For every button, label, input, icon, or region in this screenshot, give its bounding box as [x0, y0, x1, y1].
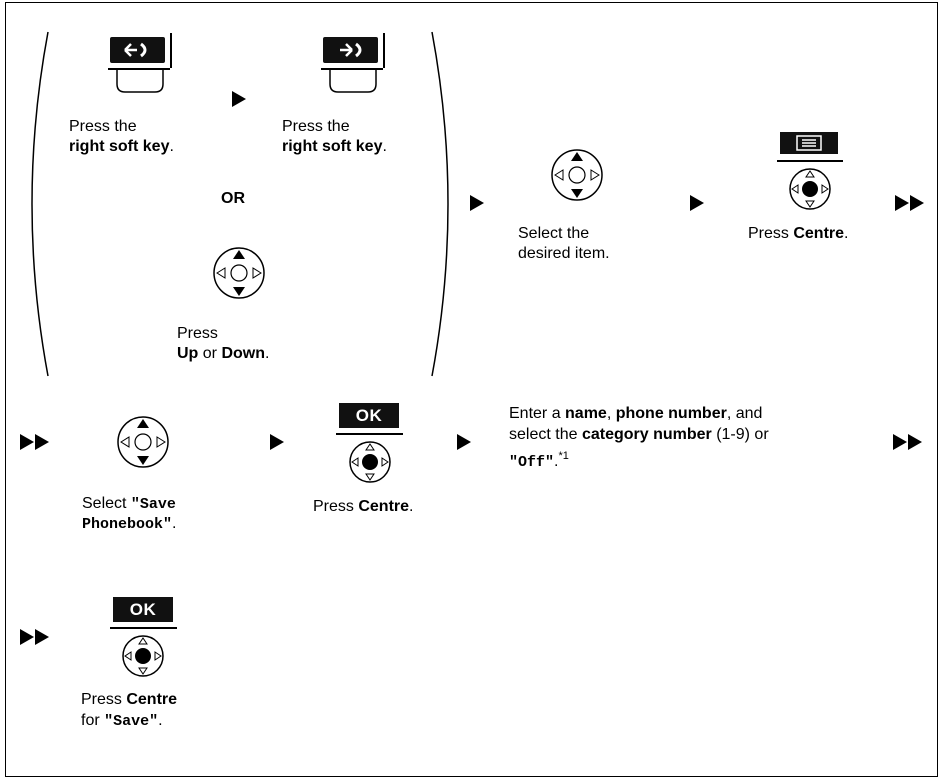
press-centre-text-2: Press Centre. — [313, 498, 414, 515]
continue-arrow-icon — [20, 434, 50, 450]
press-centre-text-3: Press Centre — [81, 691, 178, 708]
right-parenthesis — [431, 31, 449, 377]
instruction-frame — [5, 2, 938, 777]
navigator-up-down-icon — [213, 247, 265, 299]
press-the-text: Press the — [69, 118, 137, 135]
enter-name-text-line2: select the category number (1-9) or — [509, 426, 769, 443]
right-soft-key-label-2: right soft key. — [282, 138, 387, 155]
for-save-text: for "Save". — [81, 712, 163, 730]
centre-key-icon — [349, 441, 391, 483]
or-label: OR — [221, 190, 245, 207]
press-label: Press — [177, 325, 218, 342]
select-save-phonebook-text: Select "Save — [82, 495, 176, 513]
up-or-down-label: Up or Down. — [177, 345, 270, 362]
navigator-up-down-icon — [117, 416, 169, 468]
ok-key-icon: OK — [113, 597, 173, 622]
press-centre-text: Press Centre. — [748, 225, 849, 242]
continue-arrow-icon — [895, 195, 925, 211]
ok-key-underline — [336, 433, 403, 435]
next-arrow-icon — [690, 195, 704, 211]
next-arrow-icon — [270, 434, 284, 450]
continue-arrow-icon — [893, 434, 923, 450]
ok-key-icon: OK — [339, 403, 399, 428]
select-the-text: Select the — [518, 225, 590, 242]
ok-key-underline — [110, 627, 177, 629]
next-arrow-icon — [457, 434, 471, 450]
right-soft-key-label: right soft key. — [69, 138, 174, 155]
centre-key-icon — [122, 635, 164, 677]
navigator-up-down-icon — [551, 149, 603, 201]
continue-arrow-icon — [20, 629, 50, 645]
enter-name-text-line3: "Off".*1 — [509, 450, 569, 471]
left-parenthesis — [31, 31, 49, 377]
desired-item-text: desired item. — [518, 245, 610, 262]
enter-name-text-line1: Enter a name, phone number, and — [509, 405, 763, 422]
centre-key-icon — [789, 168, 831, 210]
next-arrow-icon — [232, 91, 246, 107]
next-arrow-icon — [470, 195, 484, 211]
save-phonebook-text-2: Phonebook". — [82, 515, 177, 533]
press-the-text-2: Press the — [282, 118, 350, 135]
